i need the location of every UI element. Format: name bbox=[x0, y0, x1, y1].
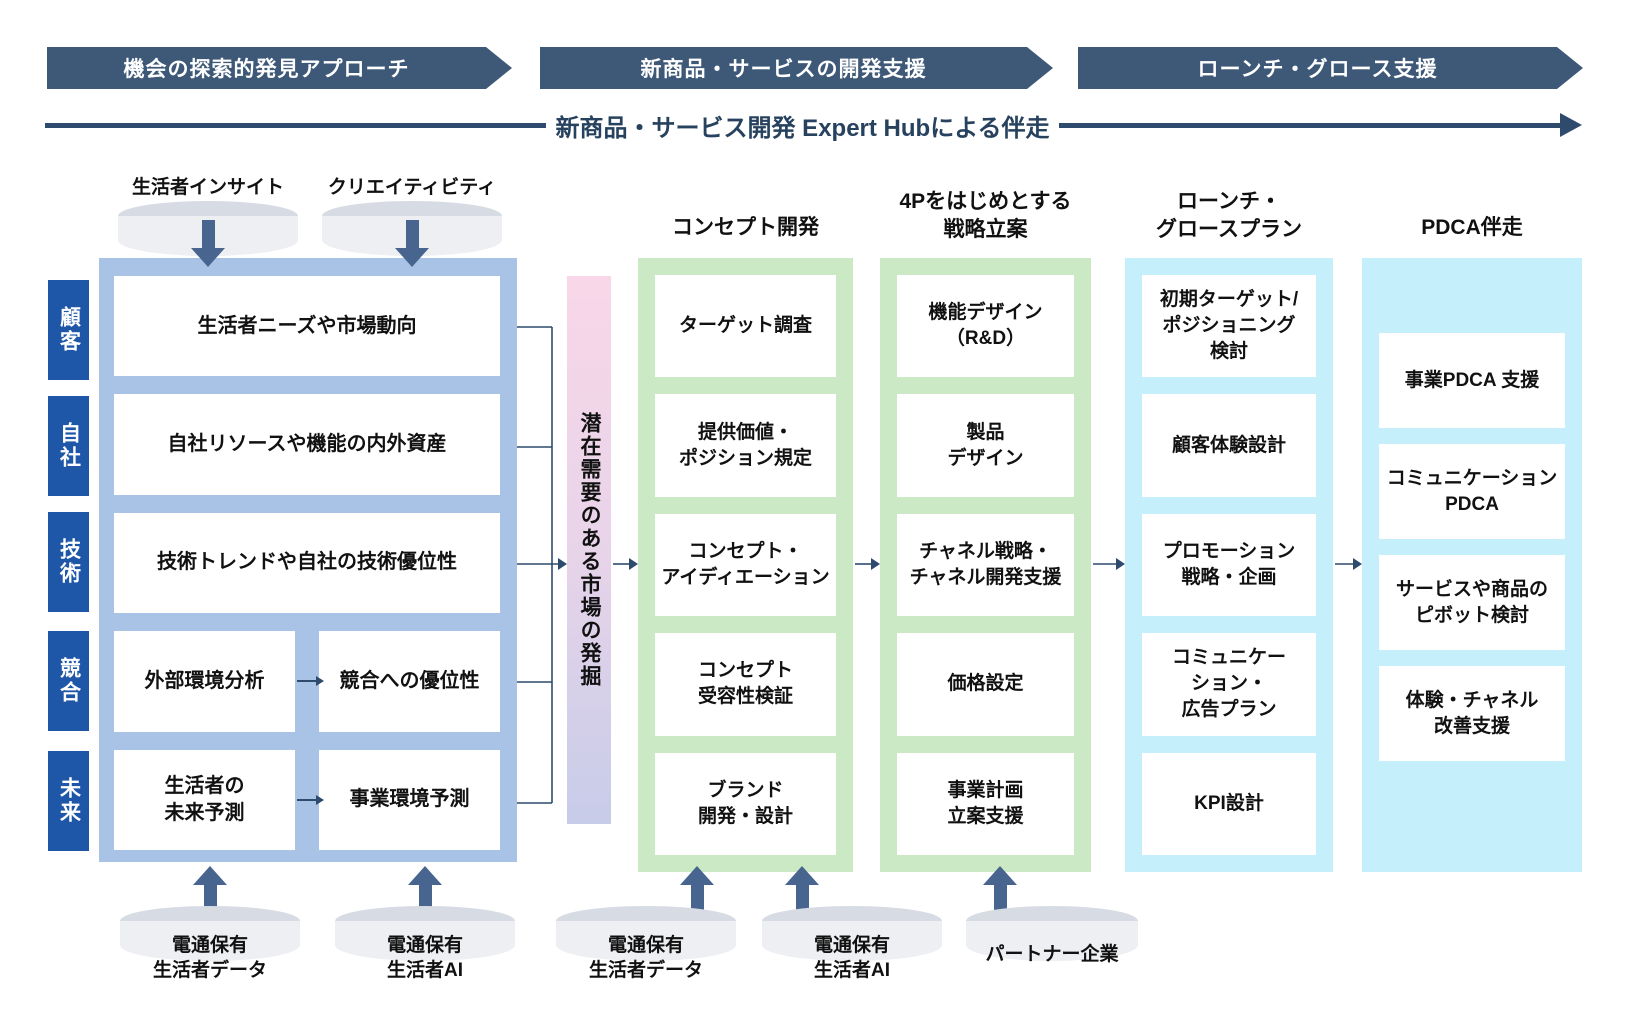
row-label-own-company: 自社 bbox=[48, 396, 89, 496]
phase-banner-label: 機会の探索的発見アプローチ bbox=[123, 58, 410, 81]
process-box: チャネル戦略・ チャネル開発支援 bbox=[897, 513, 1074, 617]
latent-demand-label: 潜在需要のある市場の発掘 bbox=[578, 412, 601, 688]
up-arrow-icon bbox=[785, 866, 819, 913]
process-box: 事業計画 立案支援 bbox=[897, 752, 1074, 856]
source-dentsu-consumer-ai: 電通保有 生活者AI bbox=[762, 906, 942, 981]
row-label-customer: 顧客 bbox=[48, 280, 89, 380]
process-box: KPI設計 bbox=[1142, 752, 1316, 856]
phase-banner-development: 新商品・サービスの開発支援 bbox=[540, 47, 1053, 89]
process-box: コミュニケー ション・ 広告プラン bbox=[1142, 633, 1316, 736]
process-box: コンセプト・ アイディエーション bbox=[655, 513, 836, 617]
process-box: サービスや商品の ピボット検討 bbox=[1379, 555, 1565, 650]
phase-banner-label: 新商品・サービスの開発支援 bbox=[640, 58, 927, 81]
column-concept-development: ターゲット調査 提供価値・ ポジション規定 コンセプト・ アイディエーション コ… bbox=[638, 258, 853, 872]
row-label-future: 未来 bbox=[48, 751, 89, 851]
column-4p-strategy: 機能デザイン （R&D） 製品 デザイン チャネル戦略・ チャネル開発支援 価格… bbox=[880, 258, 1091, 872]
process-box: 機能デザイン （R&D） bbox=[897, 275, 1074, 378]
up-arrow-icon bbox=[983, 866, 1017, 913]
phase-banner-discovery: 機会の探索的発見アプローチ bbox=[47, 47, 512, 89]
row-label-technology: 技術 bbox=[48, 512, 89, 612]
source-label: 電通保有 生活者データ bbox=[588, 935, 703, 981]
process-box: プロモーション 戦略・企画 bbox=[1142, 513, 1316, 617]
analysis-box: 自社リソースや機能の内外資産 bbox=[114, 394, 500, 495]
column-header-concept: コンセプト開発 bbox=[672, 216, 819, 239]
down-arrow-icon bbox=[395, 220, 429, 267]
column-header-4p-strategy: 4Pをはじめとする 戦略立案 bbox=[899, 190, 1072, 241]
source-label: パートナー企業 bbox=[985, 944, 1119, 965]
source-dentsu-consumer-ai: 電通保有 生活者AI bbox=[335, 906, 515, 981]
process-box: ブランド 開発・設計 bbox=[655, 752, 836, 856]
source-label: 電通保有 生活者AI bbox=[386, 935, 463, 981]
analysis-box: 技術トレンドや自社の技術優位性 bbox=[114, 512, 500, 614]
phase-banner-label: ローンチ・グロース支援 bbox=[1197, 58, 1438, 81]
process-box: 製品 デザイン bbox=[897, 394, 1074, 497]
analysis-box: 事業環境予測 bbox=[319, 749, 500, 850]
process-box: コミュニケーション PDCA bbox=[1379, 444, 1565, 539]
right-arrow-icon bbox=[297, 676, 324, 687]
row-label-competition: 競合 bbox=[48, 631, 89, 731]
source-partner-companies: パートナー企業 bbox=[966, 906, 1138, 965]
latent-demand-bar: 潜在需要のある市場の発掘 bbox=[567, 276, 611, 824]
database-cylinder-icon bbox=[335, 906, 515, 964]
database-cylinder-icon bbox=[762, 906, 942, 964]
analysis-box: 生活者ニーズや市場動向 bbox=[114, 276, 500, 377]
column-launch-growth-plan: 初期ターゲット/ ポジショニング 検討 顧客体験設計 プロモーション 戦略・企画… bbox=[1125, 258, 1333, 872]
expert-hub-arrow: 新商品・サービス開発 Expert Hubによる伴走 bbox=[45, 108, 1582, 142]
process-box: 顧客体験設計 bbox=[1142, 394, 1316, 497]
arrow-head-right-icon bbox=[1560, 113, 1582, 137]
expert-hub-label: 新商品・サービス開発 Expert Hubによる伴走 bbox=[555, 114, 1050, 142]
process-box: 事業PDCA 支援 bbox=[1379, 333, 1565, 428]
analysis-box: 生活者の 未来予測 bbox=[114, 749, 295, 850]
phase-banner-launch-growth: ローンチ・グロース支援 bbox=[1078, 47, 1583, 89]
source-dentsu-consumer-data: 電通保有 生活者データ bbox=[120, 906, 300, 981]
database-cylinder-icon bbox=[120, 906, 300, 964]
process-box: 価格設定 bbox=[897, 633, 1074, 736]
process-box: ターゲット調査 bbox=[655, 275, 836, 378]
up-arrow-icon bbox=[680, 866, 714, 913]
process-box: 提供価値・ ポジション規定 bbox=[655, 394, 836, 497]
process-box: 体験・チャネル 改善支援 bbox=[1379, 666, 1565, 761]
exploration-panel: 生活者ニーズや市場動向 自社リソースや機能の内外資産 技術トレンドや自社の技術優… bbox=[99, 258, 517, 862]
column-pdca: 事業PDCA 支援 コミュニケーション PDCA サービスや商品の ピボット検討… bbox=[1362, 258, 1582, 872]
hub-line-right bbox=[1059, 122, 1560, 128]
source-label: 電通保有 生活者AI bbox=[813, 935, 890, 981]
down-arrow-icon bbox=[191, 220, 225, 267]
analysis-row-pair: 生活者の 未来予測 事業環境予測 bbox=[114, 749, 500, 850]
analysis-box: 外部環境分析 bbox=[114, 631, 295, 732]
right-arrow-icon bbox=[297, 794, 324, 805]
analysis-box: 競合への優位性 bbox=[319, 631, 500, 732]
column-header-pdca: PDCA伴走 bbox=[1421, 216, 1523, 239]
process-box: コンセプト 受容性検証 bbox=[655, 633, 836, 736]
column-header-launch-growth-plan: ローンチ・ グロースプラン bbox=[1156, 190, 1302, 241]
source-label: クリエイティビティ bbox=[327, 177, 497, 198]
process-box: 初期ターゲット/ ポジショニング 検討 bbox=[1142, 275, 1316, 378]
source-dentsu-consumer-data: 電通保有 生活者データ bbox=[556, 906, 736, 981]
database-cylinder-icon bbox=[556, 906, 736, 964]
source-label: 電通保有 生活者データ bbox=[152, 935, 267, 981]
hub-line-left bbox=[45, 122, 546, 128]
database-cylinder-icon bbox=[966, 906, 1138, 964]
analysis-row-pair: 外部環境分析 競合への優位性 bbox=[114, 631, 500, 732]
source-label: 生活者インサイト bbox=[131, 177, 284, 198]
